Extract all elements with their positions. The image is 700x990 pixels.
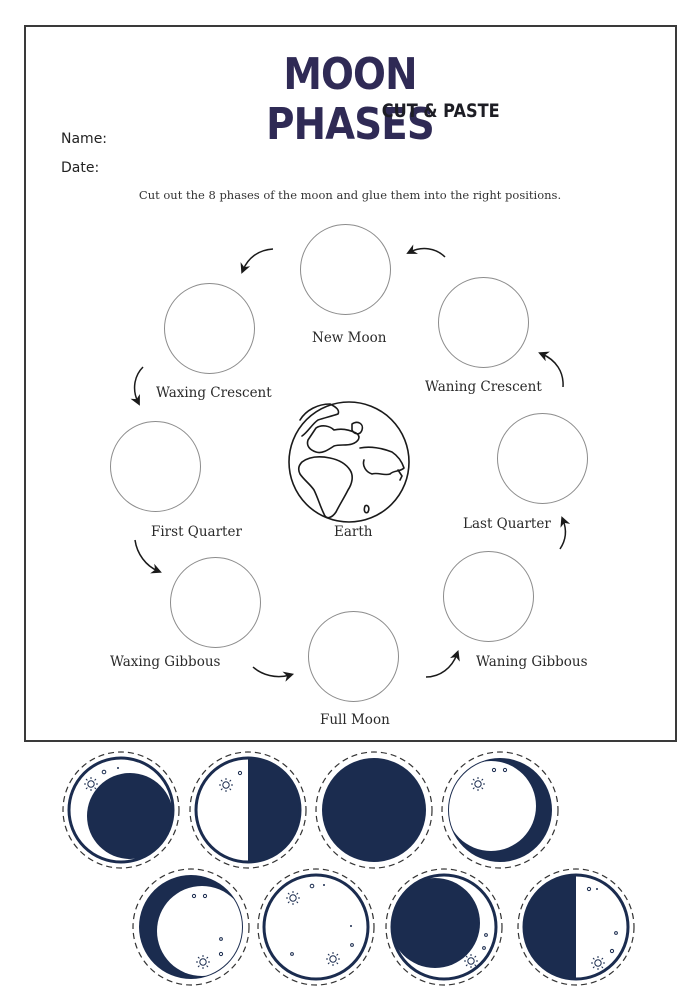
- label-waning-gibbous: Waning Gibbous: [476, 654, 588, 670]
- label-new-moon: New Moon: [312, 330, 387, 346]
- slot-waxing-gibbous[interactable]: [170, 557, 261, 648]
- label-waxing-gibbous: Waxing Gibbous: [110, 654, 221, 670]
- slot-last-quarter[interactable]: [497, 413, 588, 504]
- slot-first-quarter[interactable]: [110, 421, 201, 512]
- cutout-moon-5[interactable]: [132, 868, 250, 986]
- label-earth: Earth: [334, 524, 373, 540]
- cutout-moon-8[interactable]: [517, 868, 635, 986]
- instructions-text: Cut out the 8 phases of the moon and glu…: [138, 188, 562, 202]
- cutout-moon-3[interactable]: [315, 751, 433, 869]
- date-field-label: Date:: [61, 160, 100, 176]
- cutout-moon-2[interactable]: [189, 751, 307, 869]
- slot-full-moon[interactable]: [308, 611, 399, 702]
- label-first-quarter: First Quarter: [151, 524, 242, 540]
- slot-waxing-crescent[interactable]: [164, 283, 255, 374]
- page-title: MOON PHASES: [266, 49, 435, 150]
- label-full-moon: Full Moon: [320, 712, 390, 728]
- name-field-label: Name:: [61, 131, 108, 147]
- label-waning-crescent: Waning Crescent: [425, 379, 542, 395]
- cutout-moon-6[interactable]: [257, 868, 375, 986]
- label-last-quarter: Last Quarter: [463, 516, 551, 532]
- cutout-moon-4[interactable]: [441, 751, 559, 869]
- slot-new-moon[interactable]: [300, 224, 391, 315]
- cutout-moon-7[interactable]: [385, 868, 503, 986]
- cutout-moon-1[interactable]: [62, 751, 180, 869]
- label-waxing-crescent: Waxing Crescent: [156, 385, 272, 401]
- page-subtitle: CUT & PASTE: [382, 100, 500, 122]
- slot-waning-crescent[interactable]: [438, 277, 529, 368]
- slot-waning-gibbous[interactable]: [443, 551, 534, 642]
